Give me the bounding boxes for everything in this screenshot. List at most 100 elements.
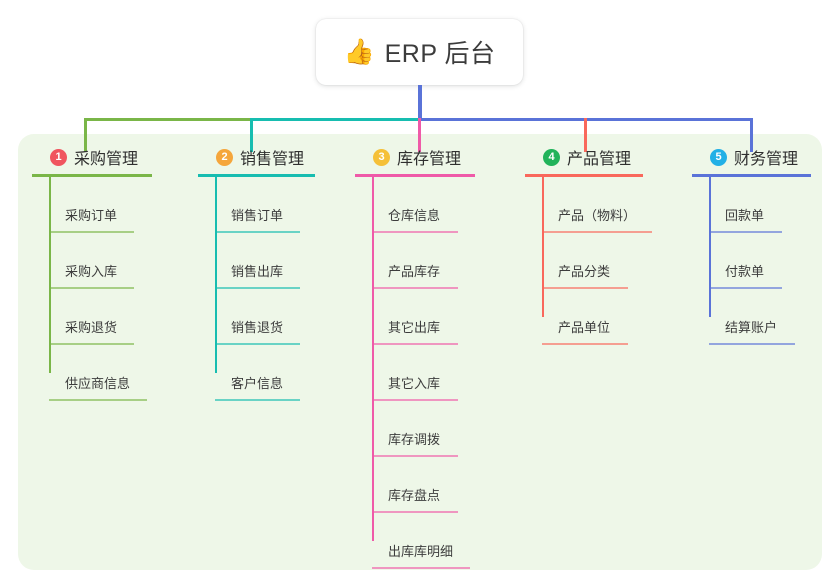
branch-number-badge: 2 [216, 148, 233, 166]
branch-item[interactable]: 库存盘点 [355, 457, 475, 513]
branch-item[interactable]: 销售订单 [198, 177, 315, 233]
branch-item-label: 销售出库 [231, 264, 284, 279]
branch-number-badge: 3 [373, 148, 390, 166]
branch-item[interactable]: 产品单位 [525, 289, 643, 345]
branch-item[interactable]: 仓库信息 [355, 177, 475, 233]
branch-item[interactable]: 销售出库 [198, 233, 315, 289]
branch-item-rule [372, 455, 458, 457]
branch-header-3[interactable]: 3 库存管理 [355, 146, 475, 168]
branch-item-list: 采购订单采购入库采购退货供应商信息 [32, 177, 152, 401]
root-node-label: ERP 后台 [384, 40, 496, 68]
branch-item-rule [49, 287, 134, 289]
branch-item[interactable]: 产品（物料） [525, 177, 652, 233]
branch-item[interactable]: 其它出库 [355, 289, 475, 345]
branch-item[interactable]: 采购退货 [32, 289, 152, 345]
branch-spine-line [372, 177, 374, 541]
branch-item-label: 结算账户 [725, 320, 778, 335]
branch-header-4[interactable]: 4 产品管理 [525, 146, 643, 168]
branch-title: 产品管理 [567, 151, 632, 168]
branch-header-5[interactable]: 5 财务管理 [692, 146, 811, 168]
branch-item-list: 仓库信息产品库存其它出库其它入库库存调拨库存盘点出库库明细 [355, 177, 475, 569]
branch-spine-line [49, 177, 51, 373]
branch-item[interactable]: 回款单 [692, 177, 811, 233]
branch-item[interactable]: 供应商信息 [32, 345, 152, 401]
branch-header-rule [355, 174, 475, 177]
branch-item-label: 产品分类 [558, 264, 611, 279]
branch-item-label: 其它入库 [388, 376, 441, 391]
branch-spine-line [215, 177, 217, 373]
branch-item-list: 回款单付款单结算账户 [692, 177, 811, 345]
branch-item[interactable]: 出库库明细 [355, 513, 475, 569]
branch-item-label: 仓库信息 [388, 208, 441, 223]
branch-item-label: 销售退货 [231, 320, 284, 335]
branch-item-label: 客户信息 [231, 376, 284, 391]
branch-item[interactable]: 结算账户 [692, 289, 811, 345]
branch-number-badge: 1 [50, 148, 67, 166]
branch-number-badge: 4 [543, 148, 560, 166]
branch-item-label: 采购订单 [65, 208, 118, 223]
branch-item-list: 产品（物料） 产品分类产品单位 [525, 177, 652, 345]
branch-item-rule [49, 231, 134, 233]
branch-item-rule [372, 343, 458, 345]
branch-column-3: 3 库存管理仓库信息产品库存其它出库其它入库库存调拨库存盘点出库库明细 [355, 146, 475, 569]
branch-spine-line [709, 177, 711, 317]
branch-item-label: 产品（物料） [558, 208, 637, 223]
branch-item-rule [372, 287, 458, 289]
branch-item[interactable]: 产品库存 [355, 233, 475, 289]
branch-item-label: 付款单 [725, 264, 765, 279]
branch-column-5: 5 财务管理回款单付款单结算账户 [692, 146, 811, 345]
diagram-panel [18, 134, 822, 570]
branch-item-label: 供应商信息 [65, 376, 131, 391]
branch-item-label: 出库库明细 [388, 544, 454, 559]
branch-item-label: 产品单位 [558, 320, 611, 335]
branch-drop-line-3 [418, 118, 421, 152]
bus-segment-2 [250, 118, 420, 121]
branch-item[interactable]: 销售退货 [198, 289, 315, 345]
branch-drop-line-5 [750, 118, 753, 152]
branch-item-rule [215, 399, 300, 401]
branch-item[interactable]: 客户信息 [198, 345, 315, 401]
branch-drop-line-4 [584, 118, 587, 152]
branch-column-4: 4 产品管理产品（物料） 产品分类产品单位 [525, 146, 652, 345]
branch-item-rule [49, 343, 134, 345]
branch-title: 财务管理 [734, 151, 799, 168]
branch-item[interactable]: 其它入库 [355, 345, 475, 401]
branch-item-label: 回款单 [725, 208, 765, 223]
branch-item-rule [372, 567, 470, 569]
branch-item-rule [542, 287, 628, 289]
branch-item-rule [215, 287, 300, 289]
branch-item-label: 产品库存 [388, 264, 441, 279]
root-node-card[interactable]: 👍 ERP 后台 [316, 19, 523, 85]
branch-drop-line-2 [250, 118, 253, 152]
branch-item-label: 采购入库 [65, 264, 118, 279]
branch-item-rule [709, 231, 782, 233]
root-stem-line [418, 85, 422, 119]
branch-item-rule [372, 511, 458, 513]
branch-item-rule [215, 231, 300, 233]
branch-item-rule [709, 287, 782, 289]
branch-spine-line [542, 177, 544, 317]
thumbs-up-icon: 👍 [343, 37, 375, 66]
branch-drop-line-1 [84, 118, 87, 152]
branch-title: 采购管理 [74, 151, 139, 168]
branch-header-1[interactable]: 1 采购管理 [32, 146, 152, 168]
branch-item[interactable]: 采购订单 [32, 177, 152, 233]
branch-item-list: 销售订单销售出库销售退货客户信息 [198, 177, 315, 401]
branch-number-badge: 5 [710, 148, 727, 166]
branch-item[interactable]: 产品分类 [525, 233, 643, 289]
branch-item-label: 其它出库 [388, 320, 441, 335]
branch-header-rule [525, 174, 643, 177]
branch-title: 库存管理 [397, 151, 462, 168]
branch-item-rule [542, 231, 652, 233]
branch-item-label: 库存盘点 [388, 488, 441, 503]
branch-item-rule [215, 343, 300, 345]
branch-item[interactable]: 采购入库 [32, 233, 152, 289]
branch-header-rule [32, 174, 152, 177]
branch-item[interactable]: 付款单 [692, 233, 811, 289]
branch-header-rule [692, 174, 811, 177]
branch-column-1: 1 采购管理采购订单采购入库采购退货供应商信息 [32, 146, 152, 401]
branch-item[interactable]: 库存调拨 [355, 401, 475, 457]
